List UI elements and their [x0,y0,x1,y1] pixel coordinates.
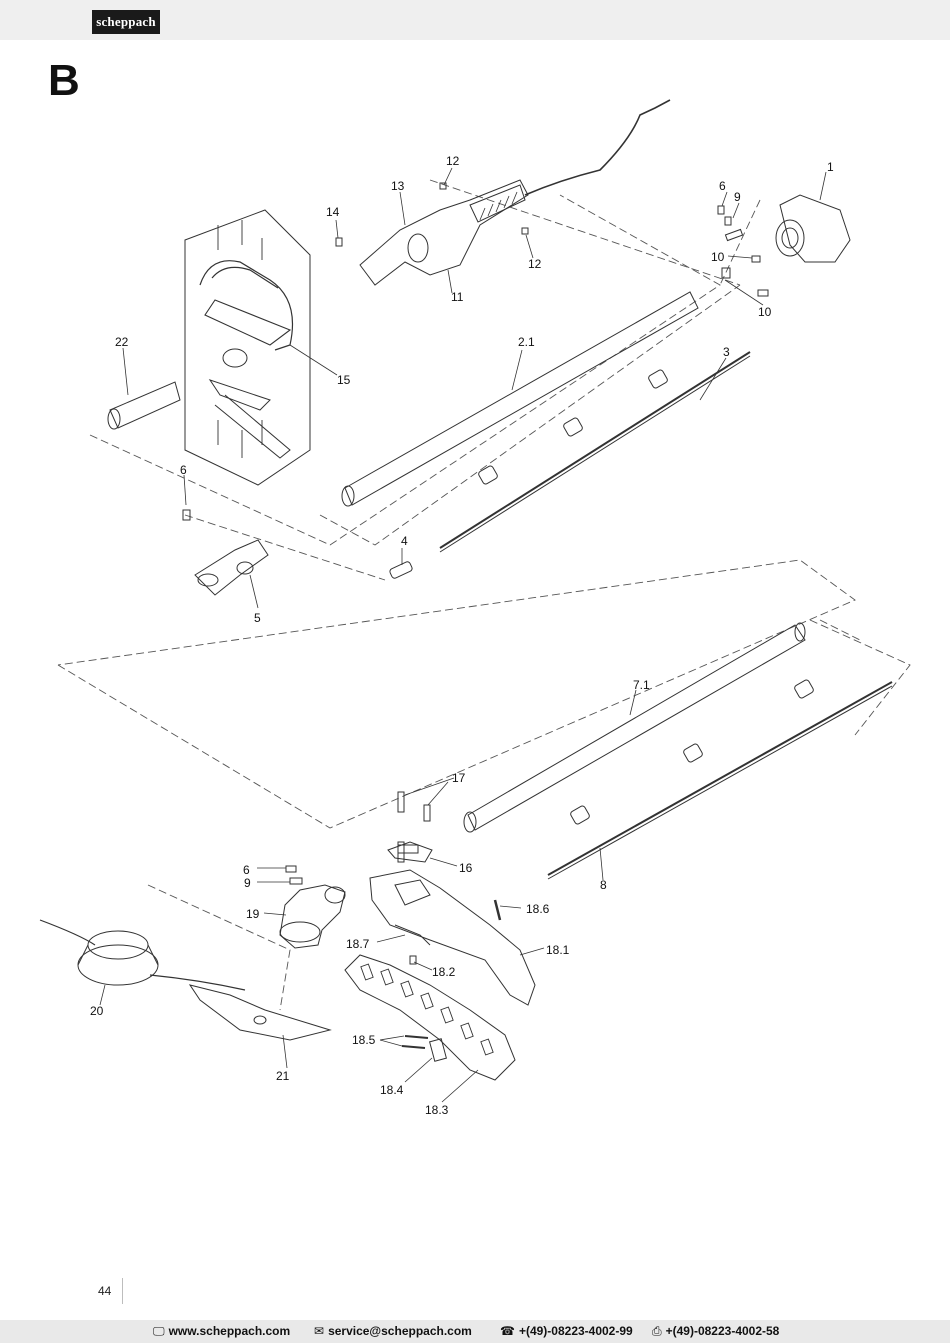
callout-2-1: 2.1 [518,335,535,349]
footer-phone-text: +(49)-08223-4002-99 [518,1324,633,1338]
callout-12b: 12 [528,257,542,271]
part-7-1-lower-tube [463,622,806,833]
shaft-bearings-lower [570,679,814,825]
callout-18-4: 18.4 [380,1083,404,1097]
callout-15: 15 [337,373,351,387]
part-11-throttle-housing [359,179,529,286]
callout-9b: 9 [244,876,251,890]
part-20-trimmer-head [39,919,246,991]
callout-5: 5 [254,611,261,625]
part-8-drive-shaft-lower [547,681,893,880]
footer-web-text: www.scheppach.com [168,1324,291,1338]
footer-email-text: service@scheppach.com [328,1324,472,1338]
throttle-cable [524,99,671,196]
footer-fax-text: +(49)-08223-4002-58 [665,1324,780,1338]
assembly-guides-lower [57,559,911,1011]
callout-10a: 10 [711,250,725,264]
callout-18-5: 18.5 [352,1033,376,1047]
callout-20: 20 [90,1004,104,1018]
callout-7-1: 7.1 [633,678,650,692]
part-18-6-screw [493,899,502,921]
part-16-clamp [387,841,433,863]
footer-email[interactable]: ✉service@scheppach.com [314,1324,472,1338]
callout-18-6: 18.6 [526,902,550,916]
fax-icon: ⎙ [652,1324,662,1338]
part-22-grip-tube [107,381,181,430]
envelope-icon: ✉ [314,1324,325,1338]
callout-21: 21 [276,1069,290,1083]
callout-14: 14 [326,205,340,219]
callout-6b: 6 [719,179,726,193]
callout-18-2: 18.2 [432,965,456,979]
leader-lines [99,167,827,1103]
callout-18-1: 18.1 [546,943,570,957]
callout-6a: 6 [180,463,187,477]
callout-19: 19 [246,907,260,921]
callout-18-3: 18.3 [425,1103,449,1117]
small-bolts-lower [285,841,405,885]
computer-icon: 🖵 [153,1324,165,1338]
part-2-1-shaft-tube [341,291,699,507]
part-1-gear-housing [775,194,851,263]
small-bolts-upper [335,182,769,297]
telephone-icon: ☎ [500,1324,515,1338]
footer-bar: 🖵www.scheppach.com ✉service@scheppach.co… [0,1320,950,1343]
callout-12a: 12 [446,154,460,168]
part-18-2-nut [409,955,417,965]
part-18-4-cutter-blade [429,1038,447,1062]
callout-18-7: 18.7 [346,937,370,951]
header-bar: scheppach [0,0,950,40]
part-callouts: 1 2.1 3 4 5 6 6 6 7.1 8 9 9 10 10 11 12 … [90,154,834,1117]
callout-17: 17 [452,771,466,785]
part-3-drive-shaft [439,351,751,553]
callout-10b: 10 [758,305,772,319]
shaft-bearings-upper [478,369,668,485]
part-5-clamp [194,539,269,596]
part-21-blade [188,984,332,1041]
callout-3: 3 [723,345,730,359]
callout-16: 16 [459,861,473,875]
assembly-guides-upper [89,179,761,581]
part-6-bolt-clamp [182,509,191,521]
page-number: 44 [98,1284,112,1298]
scheppach-logo: scheppach [92,10,160,34]
footer-web[interactable]: 🖵www.scheppach.com [153,1324,290,1339]
page-divider [122,1278,123,1304]
callout-13: 13 [391,179,405,193]
callout-11: 11 [451,290,464,304]
callout-9a: 9 [734,190,741,204]
part-19-gear-head [279,884,346,949]
part-18-3-guard-extension [344,954,516,1081]
callout-8: 8 [600,878,607,892]
callout-6c: 6 [243,863,250,877]
part-15-handle-assembly [184,209,311,486]
section-label: B [48,56,80,105]
part-4-coupler [389,561,413,579]
footer-fax: ⎙+(49)-08223-4002-58 [652,1324,779,1339]
callout-1: 1 [827,160,834,174]
footer-phone[interactable]: ☎+(49)-08223-4002-99 [500,1324,633,1338]
part-17-bolts [397,791,431,822]
callout-22: 22 [115,335,129,349]
callout-4: 4 [401,534,408,548]
part-18-1-guard [369,869,536,1006]
part-18-5-screws [401,1035,429,1049]
